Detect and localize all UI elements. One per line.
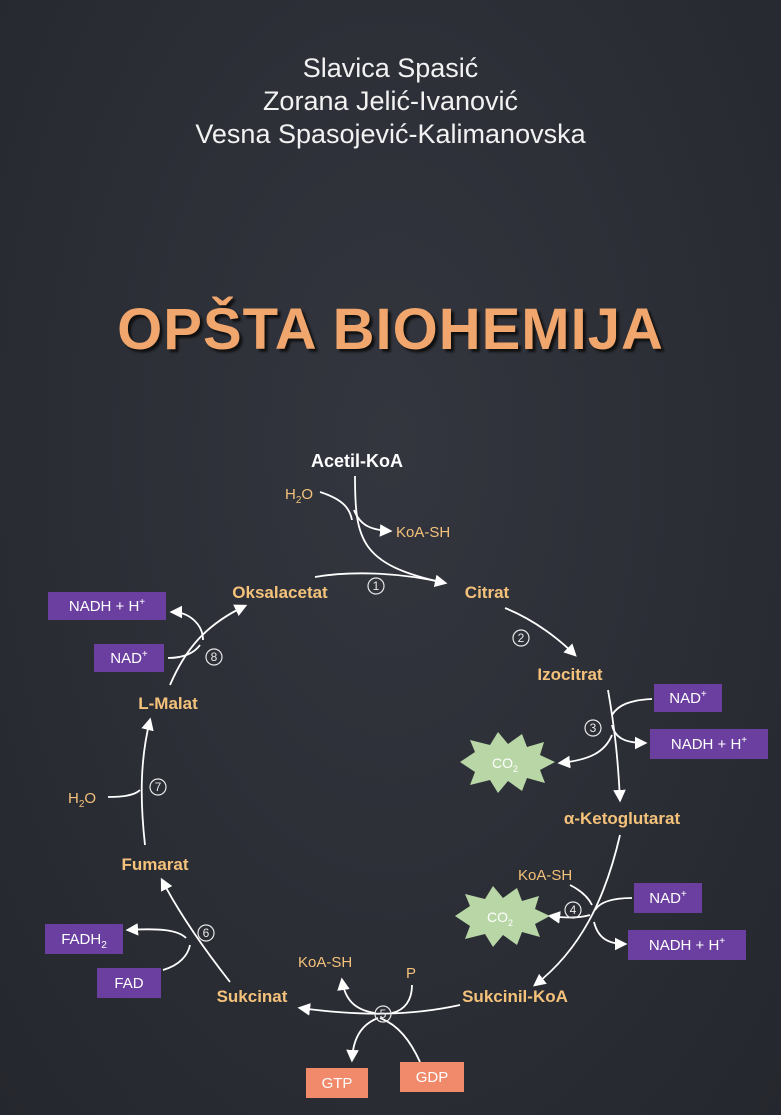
svg-text:NADH + H+: NADH + H+ — [649, 936, 725, 954]
arrow-oksalacetat-to-citrat — [314, 572, 446, 584]
label-izocitrat: Izocitrat — [537, 665, 603, 684]
step-2-marker: 2 — [512, 629, 530, 647]
label-sukcinat: Sukcinat — [217, 987, 288, 1006]
box-nad-step4: NAD+ — [634, 883, 702, 913]
svg-text:6: 6 — [203, 926, 210, 940]
arrow-nad4-in — [594, 897, 633, 911]
arrow-acetil-to-citrat — [354, 475, 448, 588]
step-8-marker: 8 — [205, 648, 223, 666]
arrow-nadh4-out — [593, 921, 628, 951]
box-nad-step3: NAD+ — [654, 684, 722, 712]
step-1-marker: 1 — [367, 577, 385, 595]
svg-text:GTP: GTP — [322, 1075, 353, 1092]
co2-burst-step3: CO2 — [460, 732, 555, 793]
box-nad-step8: NAD+ — [94, 644, 164, 672]
arrow-h2o7-in — [107, 789, 141, 798]
label-h2o-left: H2O — [68, 790, 96, 810]
label-l-malat: L-Malat — [138, 694, 198, 713]
arrow-nadh3-out — [611, 724, 648, 750]
arrow-sukcinil-to-sukcinat — [297, 1003, 461, 1016]
box-nadh-step4: NADH + H+ — [628, 930, 746, 960]
svg-text:NADH + H+: NADH + H+ — [69, 597, 145, 615]
label-koash-top: KoA-SH — [396, 524, 450, 541]
svg-text:NAD+: NAD+ — [649, 889, 687, 907]
step-4-marker: 4 — [564, 901, 582, 919]
arrow-koash5-out — [337, 977, 376, 1014]
label-citrat: Citrat — [465, 583, 510, 602]
arrow-izocitrat-to-ketoglutarat — [607, 689, 626, 803]
svg-text:CO2: CO2 — [487, 909, 513, 928]
arrow-co2-3-out — [557, 734, 613, 769]
svg-text:FAD: FAD — [114, 975, 143, 992]
box-fadh2: FADH2 — [45, 924, 123, 954]
step-6-marker: 6 — [197, 924, 215, 942]
box-gdp: GDP — [400, 1062, 464, 1092]
step-7-marker: 7 — [149, 778, 167, 796]
label-sukcinil-koa: Sukcinil-KoA — [462, 987, 568, 1006]
label-oksalacetat: Oksalacetat — [232, 583, 328, 602]
svg-text:3: 3 — [590, 721, 597, 735]
arrow-p-in — [391, 984, 413, 1014]
svg-text:5: 5 — [380, 1007, 387, 1021]
box-nadh-step8: NADH + H+ — [48, 592, 166, 620]
author-1: Slavica Spasić — [302, 53, 479, 83]
authors-block: Slavica Spasić Zorana Jelić-Ivanović Ves… — [0, 52, 781, 151]
svg-text:NAD+: NAD+ — [110, 649, 148, 667]
arrow-malat-to-oksalacetat — [169, 604, 248, 686]
author-2: Zorana Jelić-Ivanović — [262, 86, 519, 116]
arrow-fumarat-to-malat — [140, 717, 154, 846]
arrow-fadh2-out — [125, 923, 187, 939]
svg-text:8: 8 — [211, 650, 218, 664]
svg-text:2: 2 — [518, 631, 525, 645]
svg-text:7: 7 — [155, 780, 162, 794]
label-h2o-top: H2O — [285, 486, 313, 506]
label-koash-right: KoA-SH — [518, 867, 572, 884]
label-acetil-koa: Acetil-KoA — [311, 451, 403, 471]
arrow-ketoglutarat-to-sukcinil — [533, 834, 621, 987]
box-gtp: GTP — [306, 1068, 368, 1098]
book-title: OPŠTA BIOHEMIJA — [117, 297, 664, 362]
arrow-h2o-in — [319, 491, 353, 521]
arrow-nad8-in — [167, 644, 201, 659]
arrow-nadh8-out — [169, 605, 204, 641]
step-3-marker: 3 — [584, 719, 602, 737]
arrow-koash4-in — [569, 884, 593, 906]
arrow-koash-out — [353, 509, 393, 537]
box-fad: FAD — [97, 968, 161, 998]
arrow-gdp-in — [379, 1017, 421, 1063]
label-koash-bottom: KoA-SH — [298, 954, 352, 971]
arrow-sukcinat-to-fumarat — [160, 877, 231, 983]
svg-text:FADH2: FADH2 — [61, 931, 107, 951]
svg-text:NADH + H+: NADH + H+ — [671, 735, 747, 753]
svg-text:CO2: CO2 — [492, 755, 518, 774]
label-ketoglutarat: α-Ketoglutarat — [564, 809, 681, 828]
label-fumarat: Fumarat — [121, 855, 188, 874]
arrow-citrat-to-izocitrat — [504, 607, 577, 657]
arrow-gtp-out — [346, 1017, 379, 1063]
svg-text:GDP: GDP — [416, 1069, 449, 1086]
svg-text:4: 4 — [570, 903, 577, 917]
co2-burst-step4: CO2 — [455, 886, 550, 947]
svg-text:NAD+: NAD+ — [669, 689, 707, 707]
step-5-marker: 5 — [374, 1005, 392, 1023]
arrow-fad-in — [162, 944, 191, 971]
arrow-nad3-in — [611, 698, 653, 716]
label-p: P — [406, 965, 416, 982]
author-3: Vesna Spasojević-Kalimanovska — [195, 119, 586, 149]
box-nadh-step3: NADH + H+ — [650, 729, 768, 759]
svg-text:1: 1 — [373, 579, 380, 593]
